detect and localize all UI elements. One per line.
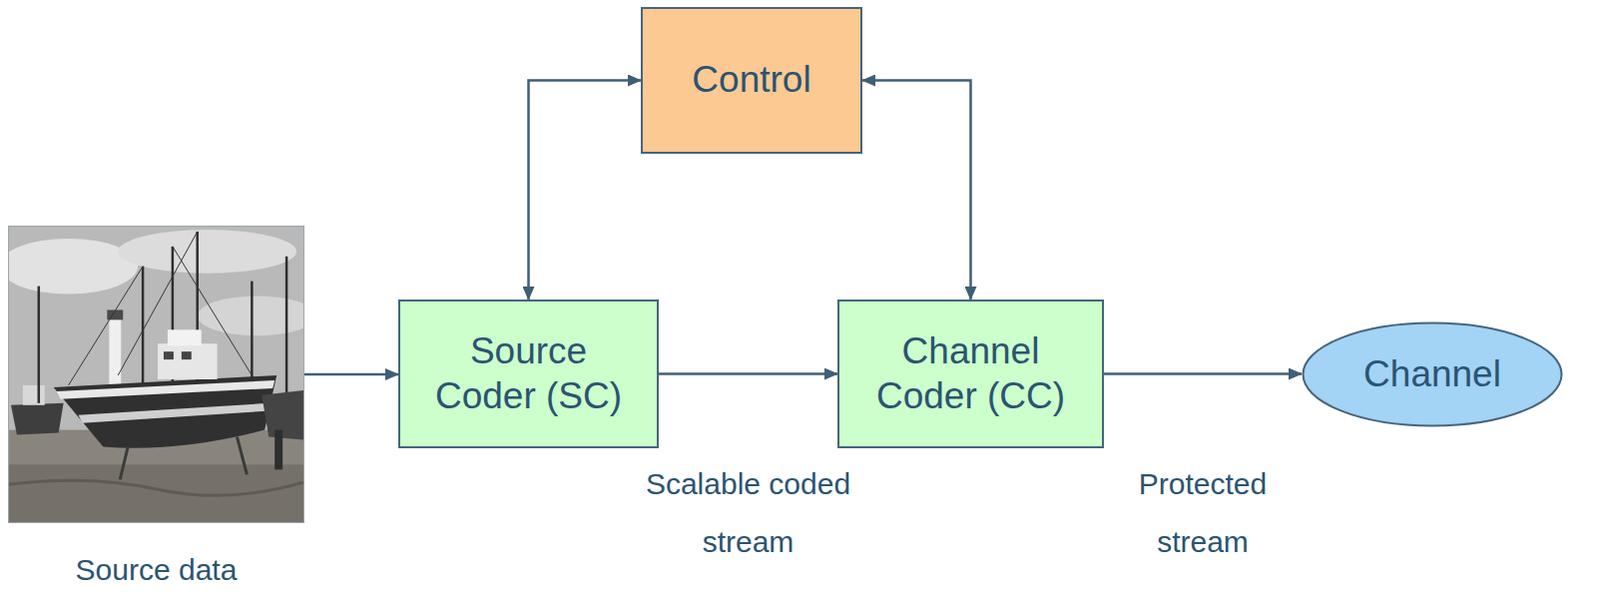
control-box: Control (640, 6, 863, 154)
connector-arrow (304, 373, 399, 377)
process-box: Source Coder (SC) (398, 299, 659, 449)
connector-arrow (862, 80, 972, 301)
process-box: Channel Coder (CC) (837, 299, 1104, 449)
connector-arrow (1103, 372, 1302, 376)
edge-label: Scalable coded stream (628, 455, 869, 571)
channel-ellipse: Channel (1301, 321, 1564, 428)
node-label: Channel (1363, 352, 1502, 397)
image-caption: Source data (0, 551, 324, 588)
node-label: Source Coder (SC) (420, 329, 637, 419)
edge-label: Protected stream (1112, 455, 1293, 571)
harbor-photo (8, 226, 304, 523)
node-label: Control (691, 57, 811, 102)
connector-arrow (529, 80, 642, 301)
connector-arrow (658, 372, 838, 376)
source-image: Source data (7, 225, 305, 524)
node-label: Channel Coder (CC) (859, 329, 1082, 419)
